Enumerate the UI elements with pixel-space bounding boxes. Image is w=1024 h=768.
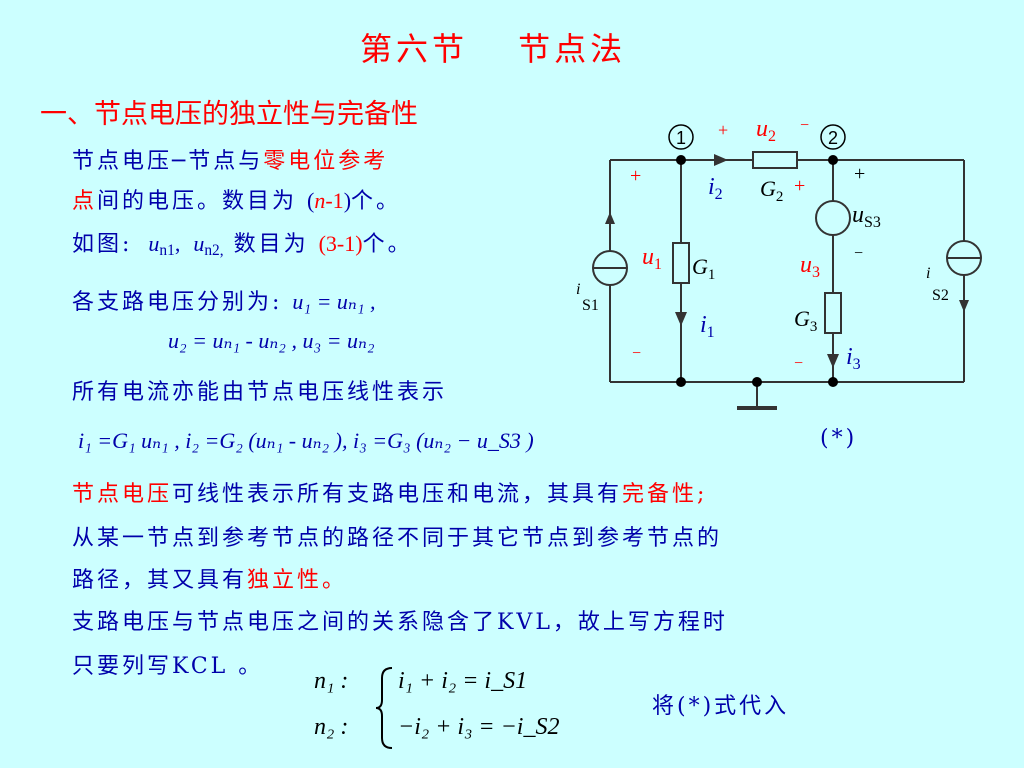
kcl-eq-2: −i₂ + i₃ = −i_S2	[398, 714, 560, 740]
definition-text: 个。	[351, 189, 402, 214]
paren: (	[307, 188, 315, 213]
example-text: 个。	[362, 232, 413, 257]
para-line-3: 路径，其又具有独立性。	[72, 562, 347, 594]
count-expr: (3-1)	[318, 231, 363, 256]
arrow-i1-icon	[675, 312, 687, 326]
is2-sub: S2	[932, 287, 949, 304]
node-2-label: 2	[828, 128, 838, 148]
resistor-g2	[752, 151, 798, 169]
paren: )	[343, 188, 352, 213]
para-line-2: 从某一节点到参考节点的路径不同于其它节点到参考节点的	[72, 526, 723, 551]
definition-line-2: 点间的电压。数目为 (n-1)个。	[72, 183, 401, 215]
minus-one: -1	[325, 188, 344, 213]
definition-line-1: 节点电压─节点与零电位参考	[72, 143, 388, 175]
node-dot	[676, 377, 686, 387]
para-line-4: 支路电压与节点电压之间的关系隐含了KVL，故上写方程时	[72, 610, 728, 635]
var-un1: un1	[148, 231, 175, 259]
us3-plus: +	[854, 163, 865, 185]
branch-text: 各支路电压分别为:	[72, 290, 283, 315]
node-dot	[752, 377, 762, 387]
resistor-g3	[824, 292, 842, 334]
node-1-label: 1	[676, 128, 686, 148]
is2-i: i	[926, 265, 930, 282]
definition-text: 节点电压─节点与	[72, 149, 264, 174]
page-title: 第六节 节点法	[360, 30, 627, 68]
us3-minus: −	[854, 245, 863, 262]
u1-minus: −	[632, 345, 641, 362]
u2-plus: +	[718, 120, 728, 140]
branch-eq-1: u₁ = uₙ₁ ,	[292, 289, 376, 314]
kcl-eq-1: i₁ + i₂ = i_S1	[398, 668, 528, 694]
circuit-diagram: 1 2 + u2 − i2 G2 + + + uS3 − u1 G1 u3 i …	[576, 116, 982, 410]
i2-label: i2	[708, 174, 723, 203]
u2-minus: −	[800, 117, 809, 134]
g2-label: G2	[760, 176, 783, 205]
us3-label: uS3	[852, 202, 881, 231]
resistor-g1	[672, 242, 690, 284]
g3-label: G3	[794, 306, 817, 335]
para-punct: ;	[697, 482, 708, 507]
definition-highlight: 零电位参考	[263, 149, 389, 174]
kcl-node-1: n₁ :	[314, 668, 349, 694]
para-line-5: 只要列写KCL 。	[72, 654, 264, 679]
i3-label: i3	[846, 344, 861, 373]
node-dot	[676, 155, 686, 165]
definition-text: 间的电压。数目为	[97, 189, 298, 214]
equation-mark: (*)	[820, 426, 858, 451]
currents-label: 所有电流亦能由节点电压线性表示	[72, 380, 448, 405]
substitute-note: 将(*)式代入	[652, 694, 790, 719]
node-2-marker	[820, 124, 846, 150]
u3-minus: −	[794, 355, 803, 372]
brace-icon	[375, 667, 393, 749]
current-source-is1-icon	[592, 212, 628, 286]
comma: ,	[174, 231, 184, 256]
currents-eq: i₁ =G₁ uₙ₁ , i₂ =G₂ (uₙ₁ - uₙ₂ ), i₃ =G₃…	[78, 428, 534, 453]
current-source-is2-icon	[946, 240, 982, 312]
para-text: 可线性表示所有支路电压和电流，其具有	[172, 482, 623, 507]
para-line-1: 节点电压可线性表示所有支路电压和电流，其具有完备性;	[72, 476, 707, 508]
para-highlight: 节点电压	[72, 482, 173, 507]
branch-label: 各支路电压分别为: u₁ = uₙ₁ ,	[72, 284, 375, 316]
g1-label: G1	[692, 254, 715, 283]
para-highlight: 完备性	[622, 482, 698, 507]
arrow-i3-icon	[827, 354, 839, 368]
u3-plus: +	[794, 175, 805, 197]
i1-label: i1	[700, 312, 715, 341]
para-punct: 。	[322, 568, 348, 593]
var-un2: un2,	[193, 231, 224, 259]
circuit-wires	[609, 159, 965, 406]
node-1-marker	[668, 124, 694, 150]
kcl-node-2: n₂ :	[314, 714, 349, 740]
voltage-source-icon	[815, 200, 851, 236]
section-heading: 一、节点电压的独立性与完备性	[40, 99, 418, 130]
u1-label: u1	[642, 244, 662, 273]
node-dot	[828, 377, 838, 387]
example-label: 如图:	[72, 232, 133, 257]
u2-label: u2	[756, 116, 776, 145]
u1-plus: +	[630, 165, 641, 187]
example-text: 数目为	[233, 232, 309, 257]
var-n: n	[314, 188, 326, 213]
arrow-i2-icon	[714, 154, 728, 166]
example-line: 如图: un1, un2, 数目为 (3-1)个。	[72, 226, 413, 260]
node-dot	[828, 155, 838, 165]
branch-eq-2: u₂ = uₙ₁ - uₙ₂ , u₃ = uₙ₂	[168, 328, 375, 353]
para-text: 路径，其又具有	[72, 568, 248, 593]
is1-sub: S1	[582, 297, 599, 314]
para-highlight: 独立性	[247, 568, 323, 593]
is1-i: i	[576, 281, 580, 298]
definition-highlight: 点	[72, 189, 98, 214]
u3-label: u3	[800, 252, 820, 281]
